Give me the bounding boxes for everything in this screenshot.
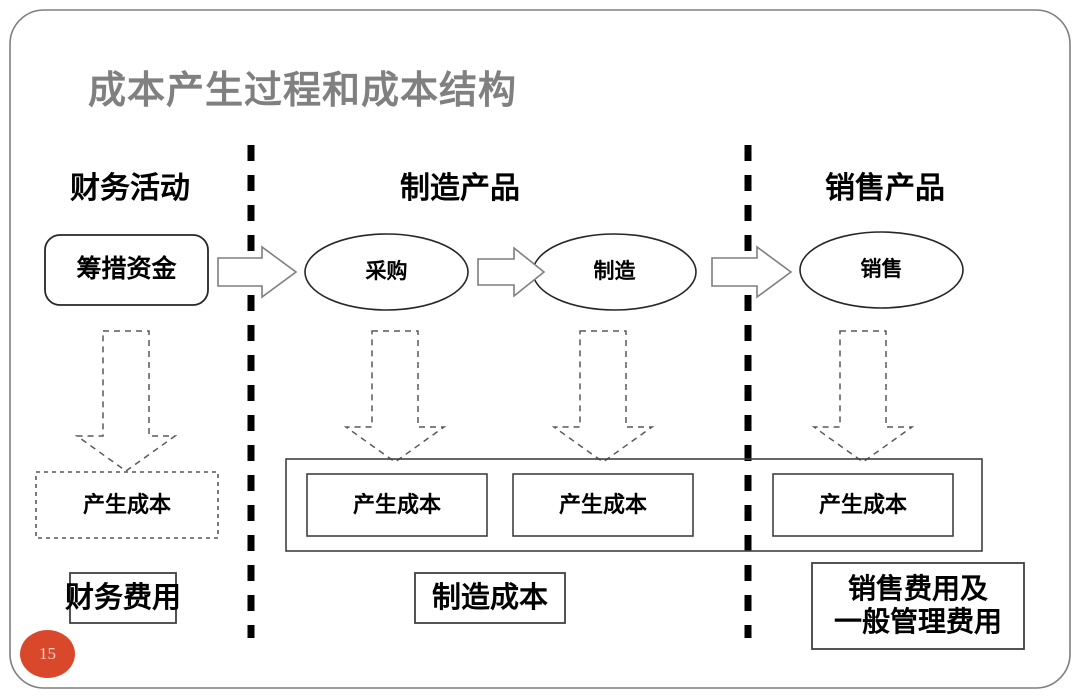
footer-selling-line1: 销售费用及	[847, 573, 988, 605]
node-funds-shape	[44, 234, 209, 306]
cost-box-finance-label: 产生成本	[82, 491, 171, 517]
arrow-purchase-to-manufacture	[477, 246, 546, 298]
node-purchase-shape	[304, 233, 469, 311]
cost-box-sales-label: 产生成本	[818, 491, 907, 517]
footer-box-finance-shape	[69, 572, 177, 624]
arrow-sales-down	[811, 330, 915, 463]
cost-box-purchase-label: 产生成本	[352, 491, 441, 517]
cost-box-manufacture-shape	[512, 473, 694, 537]
arrow-manufacture-to-sales	[711, 245, 793, 299]
column-heading-finance: 财务活动	[70, 172, 190, 206]
page-title: 成本产生过程和成本结构	[88, 69, 518, 112]
arrow-funds-to-purchase	[217, 245, 298, 299]
node-sales-shape	[799, 231, 964, 309]
cost-box-manufacture-label: 产生成本	[558, 491, 647, 517]
page-number-badge: 15	[20, 630, 75, 678]
node-manufacture-label: 制造	[593, 259, 636, 284]
footer-box-manufacture-label: 制造成本	[431, 581, 548, 614]
node-sales-label: 销售	[860, 257, 903, 282]
footer-box-selling-label: 销售费用及 一般管理费用	[812, 563, 1024, 649]
footer-selling-line2: 一般管理费用	[833, 607, 1002, 638]
arrow-manufacture-down	[551, 330, 655, 463]
cost-group-container	[285, 458, 983, 552]
node-purchase-label: 采购	[365, 259, 408, 284]
node-funds-label: 筹措资金	[76, 256, 177, 283]
cost-box-purchase-shape	[306, 473, 488, 537]
footer-box-manufacture-shape	[414, 572, 566, 624]
cost-box-sales-shape	[772, 473, 954, 537]
footer-box-selling-shape	[811, 562, 1025, 650]
footer-box-finance-label: 财务费用	[65, 581, 182, 614]
slide-border	[9, 9, 1071, 689]
arrow-purchase-down	[343, 330, 447, 463]
cost-box-finance-shape	[35, 471, 219, 539]
column-heading-sales: 销售产品	[825, 172, 945, 206]
column-heading-manufacture: 制造产品	[400, 172, 520, 206]
arrow-funds-down	[74, 330, 178, 472]
